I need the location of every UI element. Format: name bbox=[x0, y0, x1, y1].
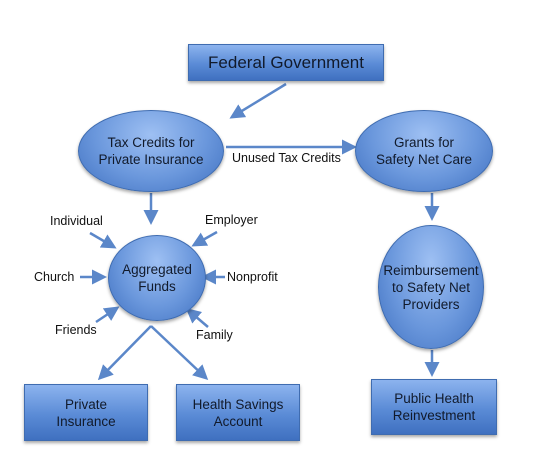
nonprofit-label: Nonprofit bbox=[227, 270, 278, 284]
arrow-friends-to-aggregated bbox=[95, 306, 120, 324]
grants-node: Grants for Safety Net Care bbox=[355, 110, 493, 192]
employer-label: Employer bbox=[205, 213, 258, 227]
church-label: Church bbox=[34, 270, 75, 284]
private-insurance-node: Private Insurance bbox=[24, 384, 148, 441]
health-savings-account-node: Health Savings Account bbox=[176, 384, 300, 441]
arrow-employer-to-aggregated bbox=[191, 230, 218, 247]
arrow-aggregated-to-hsa bbox=[150, 325, 209, 381]
individual-label: Individual bbox=[50, 214, 103, 228]
tax-credits-node: Tax Credits for Private Insurance bbox=[78, 110, 224, 192]
public-health-reinvestment-node: Public Health Reinvestment bbox=[371, 379, 497, 435]
family-label: Family bbox=[196, 328, 233, 342]
arrow-individual-to-aggregated bbox=[89, 231, 117, 249]
arrow-aggregated-to-private-insurance bbox=[97, 325, 152, 381]
unused-tax-credits-label: Unused Tax Credits bbox=[232, 151, 341, 165]
aggregated-funds-node: Aggregated Funds bbox=[108, 235, 206, 321]
federal-government-node: Federal Government bbox=[188, 44, 384, 81]
arrow-federal-to-tax-credits bbox=[229, 82, 287, 119]
reimbursement-node: Reimbursement to Safety Net Providers bbox=[378, 225, 484, 349]
friends-label: Friends bbox=[55, 323, 97, 337]
arrow-family-to-aggregated bbox=[185, 308, 209, 328]
